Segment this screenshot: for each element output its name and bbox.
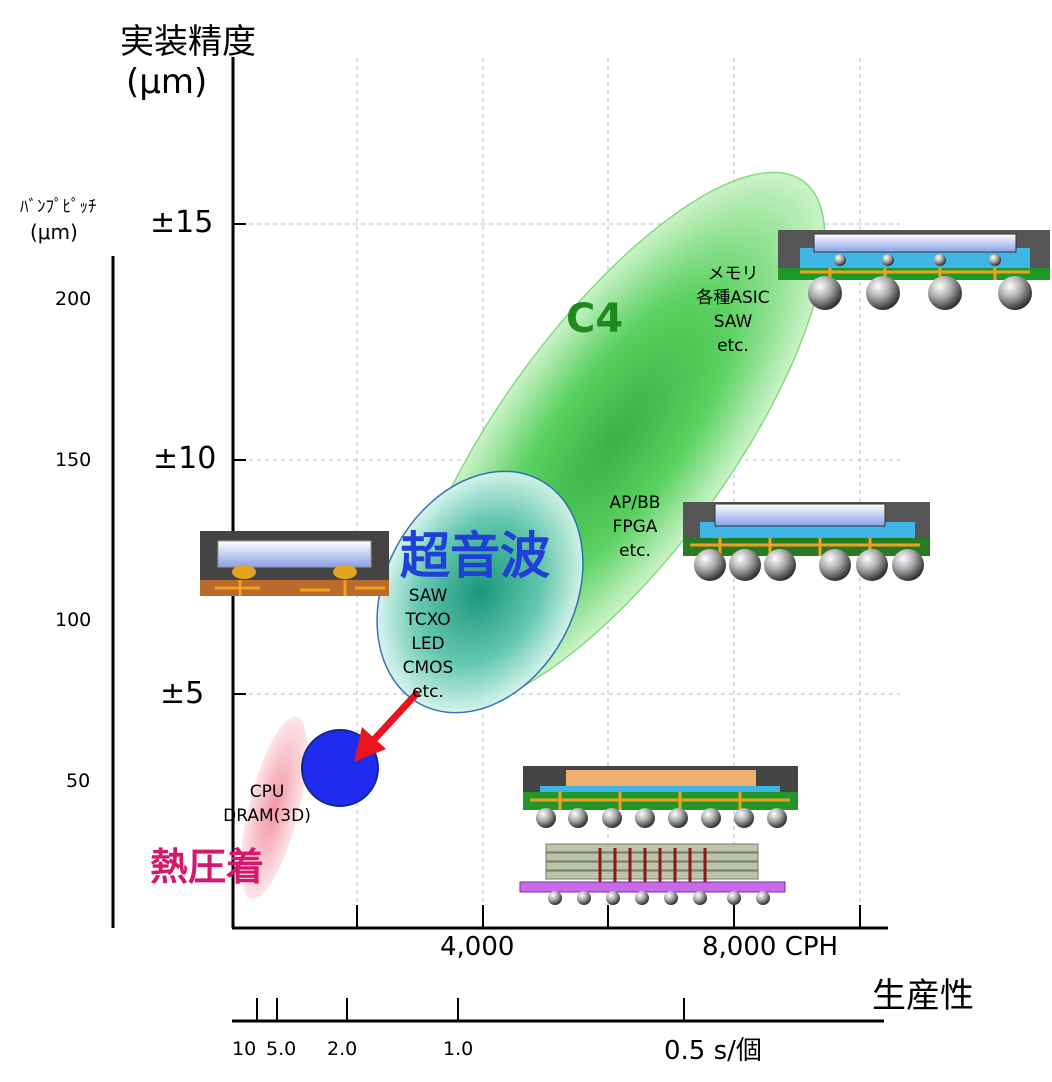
accuracy-axis-unit: (μm) [126,62,208,102]
c4-apps-ap: AP/BB FPGA etc. [609,493,661,561]
axis-ticks [233,223,861,1021]
ultrasonic-apps: SAW TCXO LED CMOS etc. [402,586,454,702]
transition-arrow [354,689,421,762]
pitch-axis-unit: (μm) [30,220,78,244]
pitch-tick-200: 200 [55,288,92,310]
pitch-tick-150: 150 [55,449,92,471]
time-tick-2: 2.0 [327,1038,358,1060]
ultrasonic-region [376,470,584,714]
ultrasonic-label: 超音波 [400,527,550,585]
package-ultrasonic [200,531,389,596]
package-c4-memory [778,230,1050,310]
c4-apps-memory: メモリ 各種ASIC SAW etc. [696,264,770,356]
thermo-apps: CPU DRAM(3D) [223,782,311,826]
package-c4-ap [683,502,930,581]
c4-label: C4 [566,296,624,342]
axes [111,57,888,1023]
accuracy-tick-5: ±5 [160,676,205,711]
accuracy-tick-10: ±10 [153,441,217,476]
x-tick-4000: 4,000 [440,932,515,962]
pitch-axis-title: ﾊﾞﾝﾌﾟﾋﾟｯﾁ [20,197,97,217]
accuracy-axis-title: 実装精度 [120,22,256,62]
package-thermocompression [523,766,798,828]
time-tick-0-5: 0.5 s/個 [664,1036,762,1066]
accuracy-tick-15: ±15 [150,205,214,240]
time-tick-5: 5.0 [266,1038,297,1060]
x-axis-title: 生産性 [872,976,974,1016]
pitch-tick-50: 50 [66,770,91,792]
pitch-tick-100: 100 [55,609,92,631]
time-tick-1: 1.0 [443,1038,474,1060]
package-3d-stack [519,843,786,905]
thermo-label: 熱圧着 [150,845,265,889]
thermocompression-region [240,716,308,900]
time-tick-10: 10 [232,1038,257,1060]
x-tick-8000: 8,000 CPH [702,932,839,962]
